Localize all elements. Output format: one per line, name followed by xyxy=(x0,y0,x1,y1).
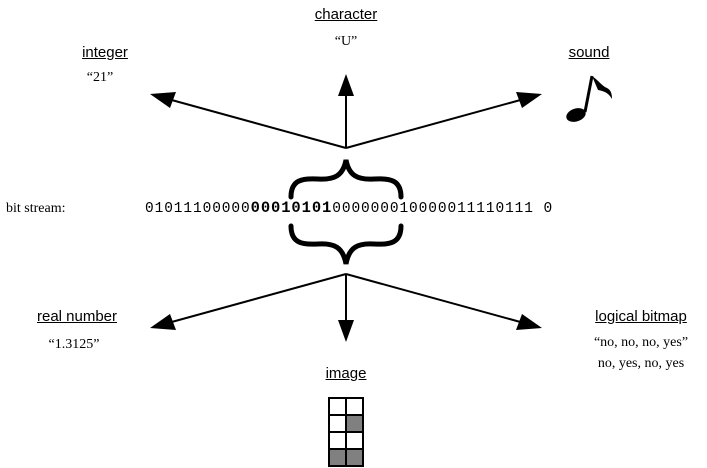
integer-value: “21” xyxy=(86,70,114,85)
arrow-to-real-number xyxy=(167,273,347,324)
arrow-to-sound xyxy=(345,98,525,149)
bitmap-cell xyxy=(329,432,346,449)
bitmap-cell xyxy=(346,449,363,466)
bit-stream: 0101110000000010101000000010000011110111… xyxy=(145,199,553,217)
top-curly-brace xyxy=(288,159,404,200)
real-number-value: “1.3125” xyxy=(48,337,100,352)
bitmap-cell xyxy=(329,415,346,432)
real-number-label: real number xyxy=(36,308,118,325)
bitmap-cell xyxy=(329,398,346,415)
image-bitmap-grid xyxy=(328,397,364,467)
character-label: character xyxy=(314,6,378,23)
arrowhead-integer xyxy=(150,92,176,108)
arrowhead-image xyxy=(338,320,354,342)
bit-stream-prefix: 01011100000 xyxy=(145,201,251,217)
arrowhead-real-number xyxy=(150,314,176,330)
bitmap-cell xyxy=(346,398,363,415)
bit-stream-label: bit stream: xyxy=(6,201,66,216)
arrowhead-sound xyxy=(516,92,542,108)
arrowhead-logical-bitmap xyxy=(516,314,542,330)
logical-bitmap-line-2: no, yes, no, yes xyxy=(597,356,685,371)
bit-stream-highlight: 00010101 xyxy=(250,199,333,217)
logical-bitmap-line-1: “no, no, no, yes” xyxy=(593,335,689,350)
arrowhead-character xyxy=(338,74,354,96)
arrow-to-logical-bitmap xyxy=(345,273,525,324)
bitmap-cell xyxy=(346,432,363,449)
logical-bitmap-label: logical bitmap xyxy=(595,308,687,325)
image-label: image xyxy=(325,365,367,382)
character-value: “U” xyxy=(334,34,358,49)
music-note-icon xyxy=(566,75,612,122)
bitmap-cell xyxy=(346,415,363,432)
bitmap-cell xyxy=(329,449,346,466)
bottom-curly-brace xyxy=(288,223,404,265)
bit-stream-suffix: 000000010000011110111 0 xyxy=(332,201,554,217)
sound-label: sound xyxy=(568,44,610,61)
integer-label: integer xyxy=(82,44,128,61)
arrow-to-integer xyxy=(167,98,347,149)
